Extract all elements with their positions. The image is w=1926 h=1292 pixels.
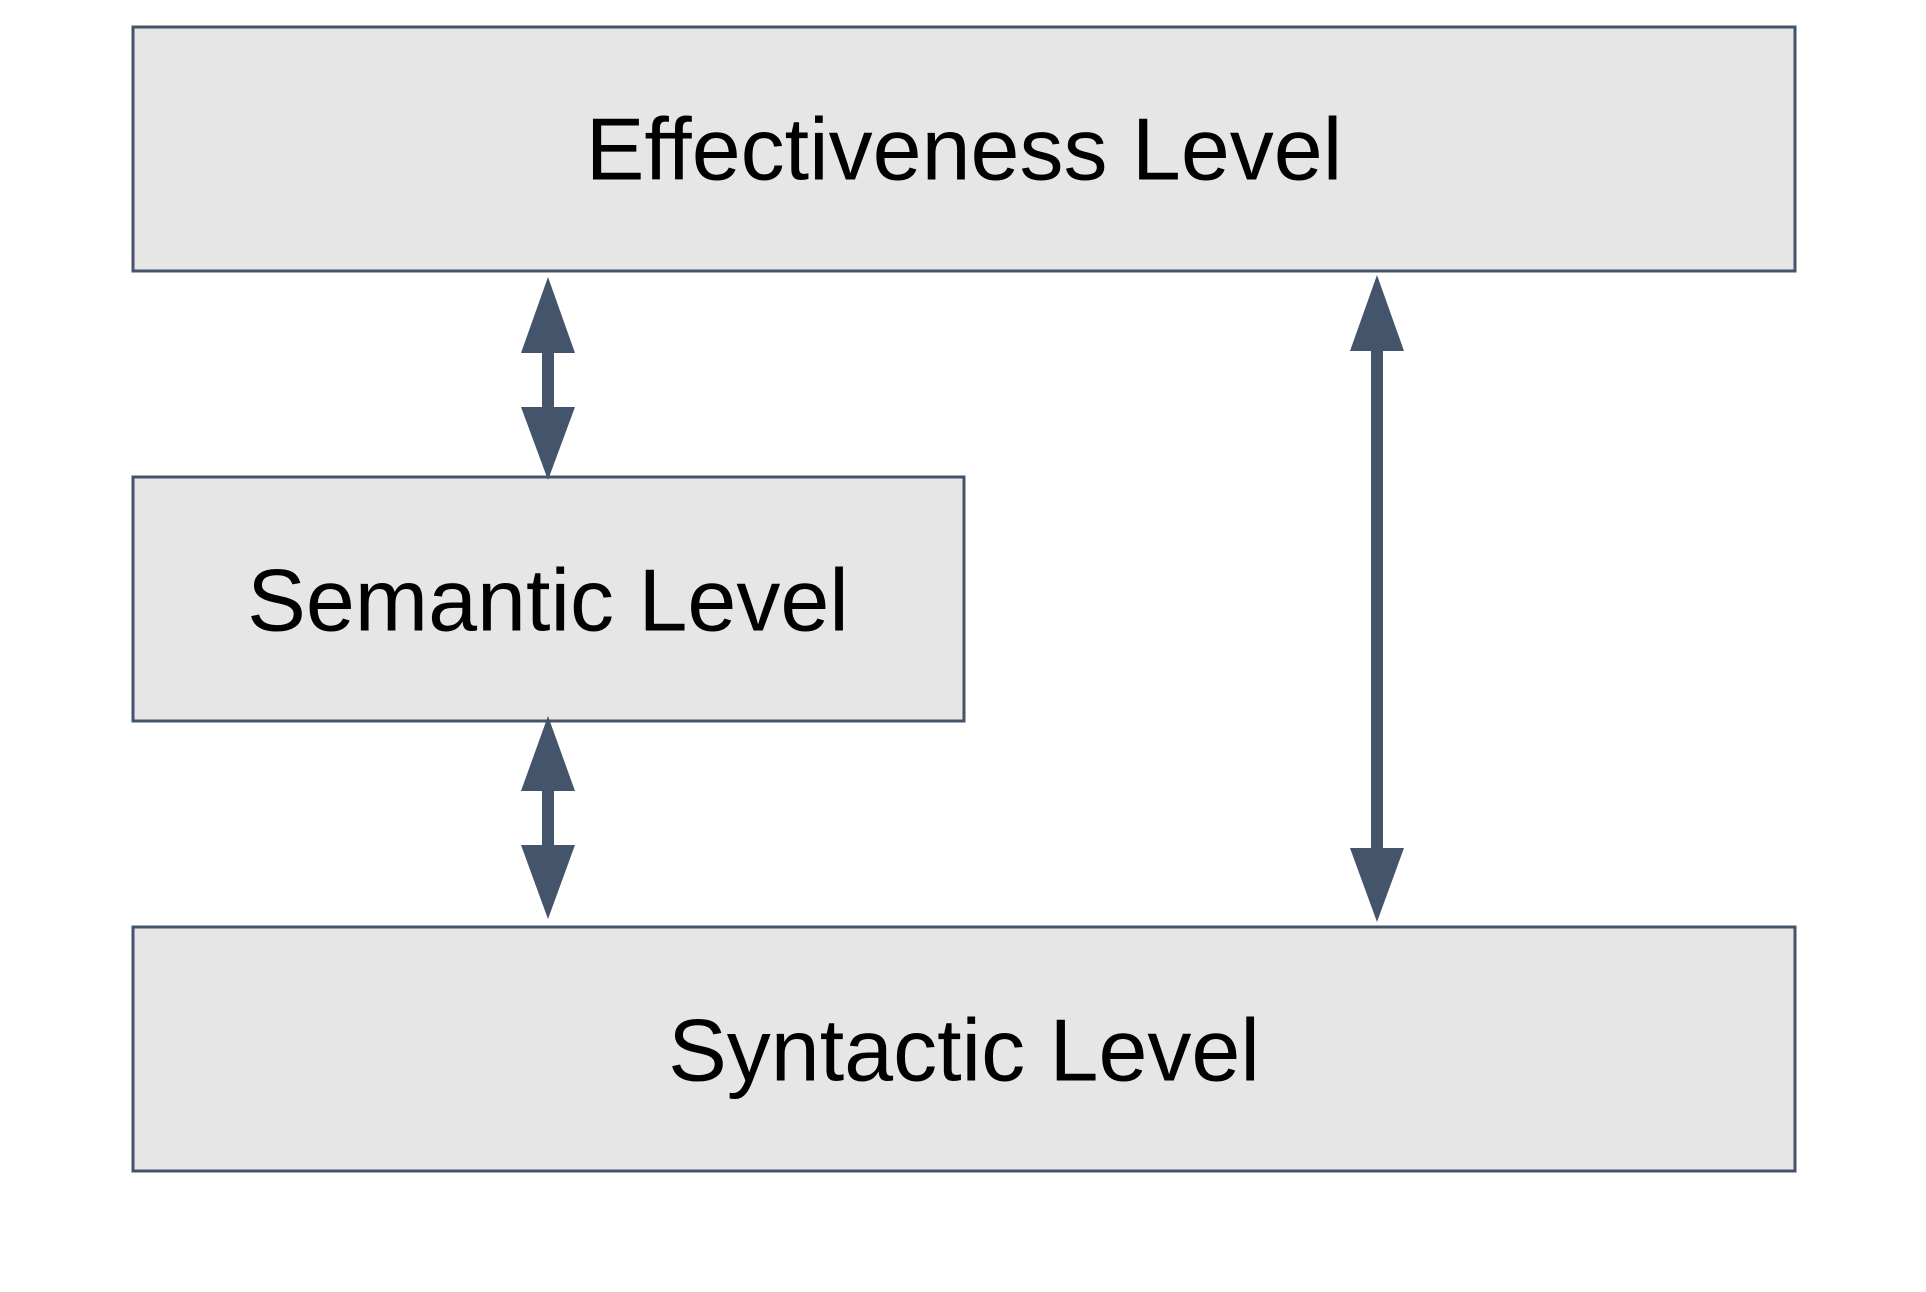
semantic-level-box: Semantic Level <box>131 475 966 723</box>
effectiveness-syntactic-arrow <box>1350 275 1404 922</box>
effectiveness-level-box: Effectiveness Level <box>131 25 1797 273</box>
effectiveness-semantic-arrow <box>521 277 575 480</box>
syntactic-level-box: Syntactic Level <box>131 925 1797 1173</box>
syntactic-level-label: Syntactic Level <box>668 1001 1260 1100</box>
semantic-syntactic-arrow <box>521 716 575 919</box>
effectiveness-level-label: Effectiveness Level <box>586 100 1343 199</box>
semantic-level-label: Semantic Level <box>247 551 849 650</box>
